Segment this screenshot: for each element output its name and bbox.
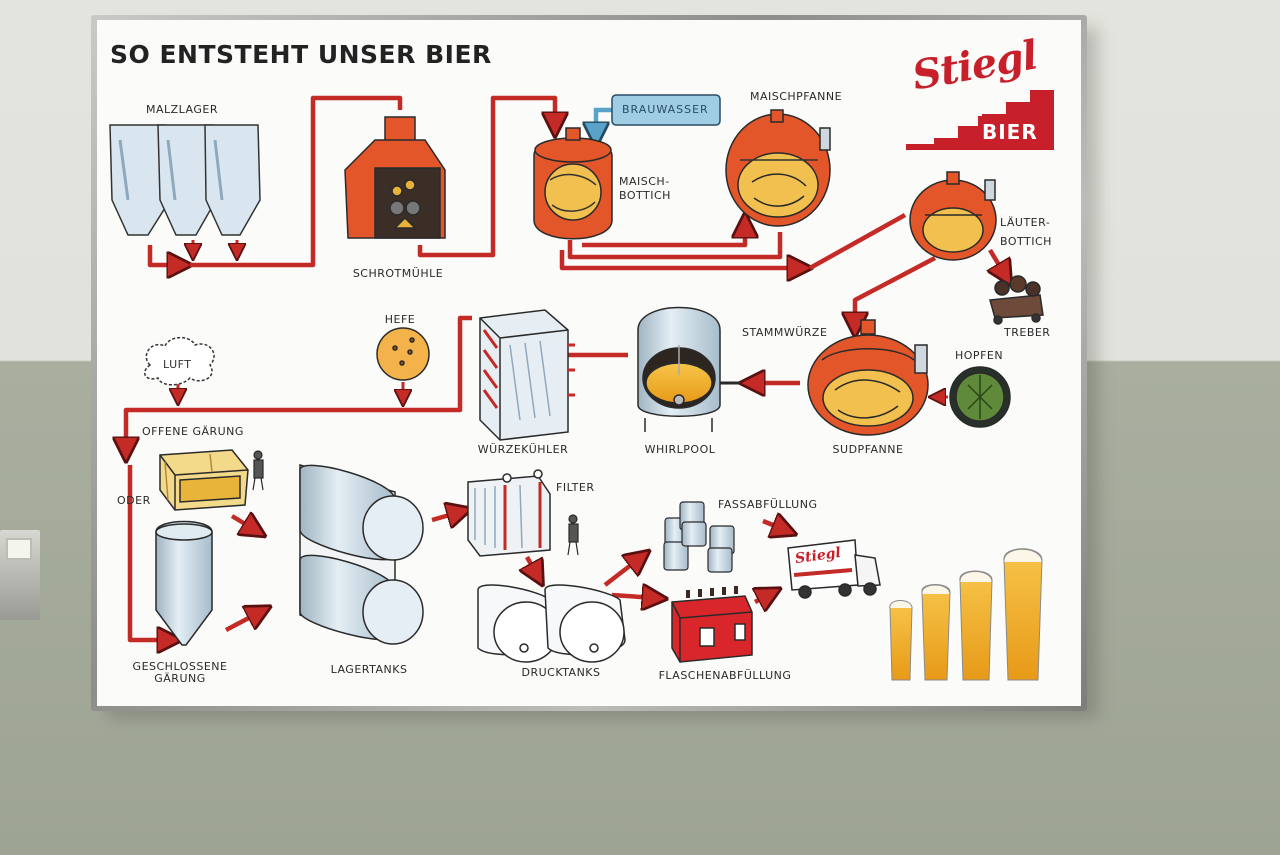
kegs-group (663, 501, 735, 573)
pipe-maisch-to-pfanne (582, 225, 745, 248)
pipe-geschl-to-lager (224, 612, 260, 632)
whirlpool-tank (637, 306, 740, 432)
label-luft: LUFT (163, 358, 192, 371)
label-maischpfanne: MAISCHPFANNE (749, 90, 843, 103)
label-drucktanks: DRUCKTANKS (521, 666, 601, 679)
lagertanks-stack (299, 464, 424, 645)
hefe-circle (376, 327, 430, 381)
beer-glass-1 (889, 600, 913, 681)
maischpfanne-vessel (725, 109, 831, 227)
pipe-to-laeuter (559, 250, 800, 268)
pipe-lager-to-filter (431, 512, 460, 520)
label-offene-gaerung: OFFENE GÄRUNG (142, 425, 244, 438)
label-lagertanks: LAGERTANKS (330, 663, 408, 676)
label-geschlossene-2: GÄRUNG (154, 672, 206, 685)
schrotmuehle-machine (344, 116, 446, 239)
label-flaschenabfuellung: FLASCHENABFÜLLUNG (658, 669, 792, 682)
label-hefe: HEFE (384, 313, 416, 326)
label-sudpfanne: SUDPFANNE (832, 443, 904, 456)
drucktanks-pair (477, 584, 626, 663)
stiegl-logo-bier: BIER (982, 120, 1038, 144)
malz-arrows (193, 240, 237, 252)
worker-figure-1 (252, 450, 264, 491)
label-schrotmuehle: SCHROTMÜHLE (352, 267, 444, 280)
label-malzlager: MALZLAGER (145, 103, 219, 116)
pipes (126, 95, 1005, 640)
beer-glass-3 (959, 570, 993, 681)
pipe-diag-laeuter (808, 213, 907, 270)
pipe-malz-to-muehle (190, 95, 403, 268)
luft-cloud (143, 336, 215, 386)
malzlager-silos (109, 124, 261, 236)
pipe-filter-to-druck (527, 555, 537, 575)
worker-figure-2 (567, 514, 579, 556)
laeuterbottich-vessel (909, 171, 997, 261)
pipe-druck-to-flasche (611, 595, 655, 598)
label-maischbottich-2: BOTTICH (619, 189, 671, 202)
beer-glass-2 (921, 584, 951, 681)
geschlossene-gaerung-tank (155, 520, 213, 646)
offene-gaerung-vat (159, 449, 249, 511)
label-treber: TREBER (1004, 326, 1051, 339)
pipe-kuehler-down (126, 315, 472, 450)
label-wuerzekuehler: WÜRZEKÜHLER (477, 443, 569, 456)
treber-cart (989, 275, 1044, 325)
brauwasser-tag (611, 94, 721, 126)
beer-glasses (889, 548, 1043, 681)
sudpfanne-vessel (807, 319, 929, 436)
hopfen-circle (949, 366, 1011, 428)
label-laeuterbottich-1: LÄUTER- (1000, 216, 1051, 229)
pipe-brauwasser (596, 107, 612, 135)
pipe-oder-down (127, 465, 170, 640)
label-fassabfuellung: FASSABFÜLLUNG (718, 498, 818, 511)
beer-glass-4 (1003, 548, 1043, 681)
pipe-laeuter-to-sud (855, 256, 937, 325)
stiegl-logo-stairs (906, 90, 1054, 150)
delivery-truck (787, 539, 881, 599)
pipe-malz-out (147, 245, 180, 265)
pipe-fass-to-truck (762, 521, 785, 530)
pipe-muehle-to-maisch (417, 95, 555, 258)
label-hopfen: HOPFEN (955, 349, 1004, 362)
label-brauwasser: BRAUWASSER (622, 103, 709, 116)
bottle-crate (671, 586, 753, 663)
label-laeuterbottich-2: BOTTICH (1000, 235, 1052, 248)
board-title: SO ENTSTEHT UNSER BIER (110, 40, 492, 69)
label-whirlpool: WHIRLPOOL (644, 443, 716, 456)
wall-fixture (0, 530, 40, 620)
label-stammwuerze: STAMMWÜRZE (742, 326, 828, 339)
wuerzekuehler-unit (479, 309, 575, 441)
label-oder: ODER (117, 494, 151, 507)
label-geschlossene-1: GESCHLOSSENE (132, 660, 228, 673)
pipe-flasche-to-truck (755, 594, 770, 602)
maischbottich-vessel (533, 127, 613, 240)
pipe-druck-to-fass (603, 558, 640, 587)
pipe-laeuter-treber (990, 248, 1005, 275)
label-filter: FILTER (556, 481, 595, 494)
filter-unit (467, 469, 551, 557)
pipe-pfanne-back (567, 232, 783, 260)
label-maischbottich-1: MAISCH- (619, 175, 670, 188)
pipe-offene-to-lager (230, 516, 255, 530)
